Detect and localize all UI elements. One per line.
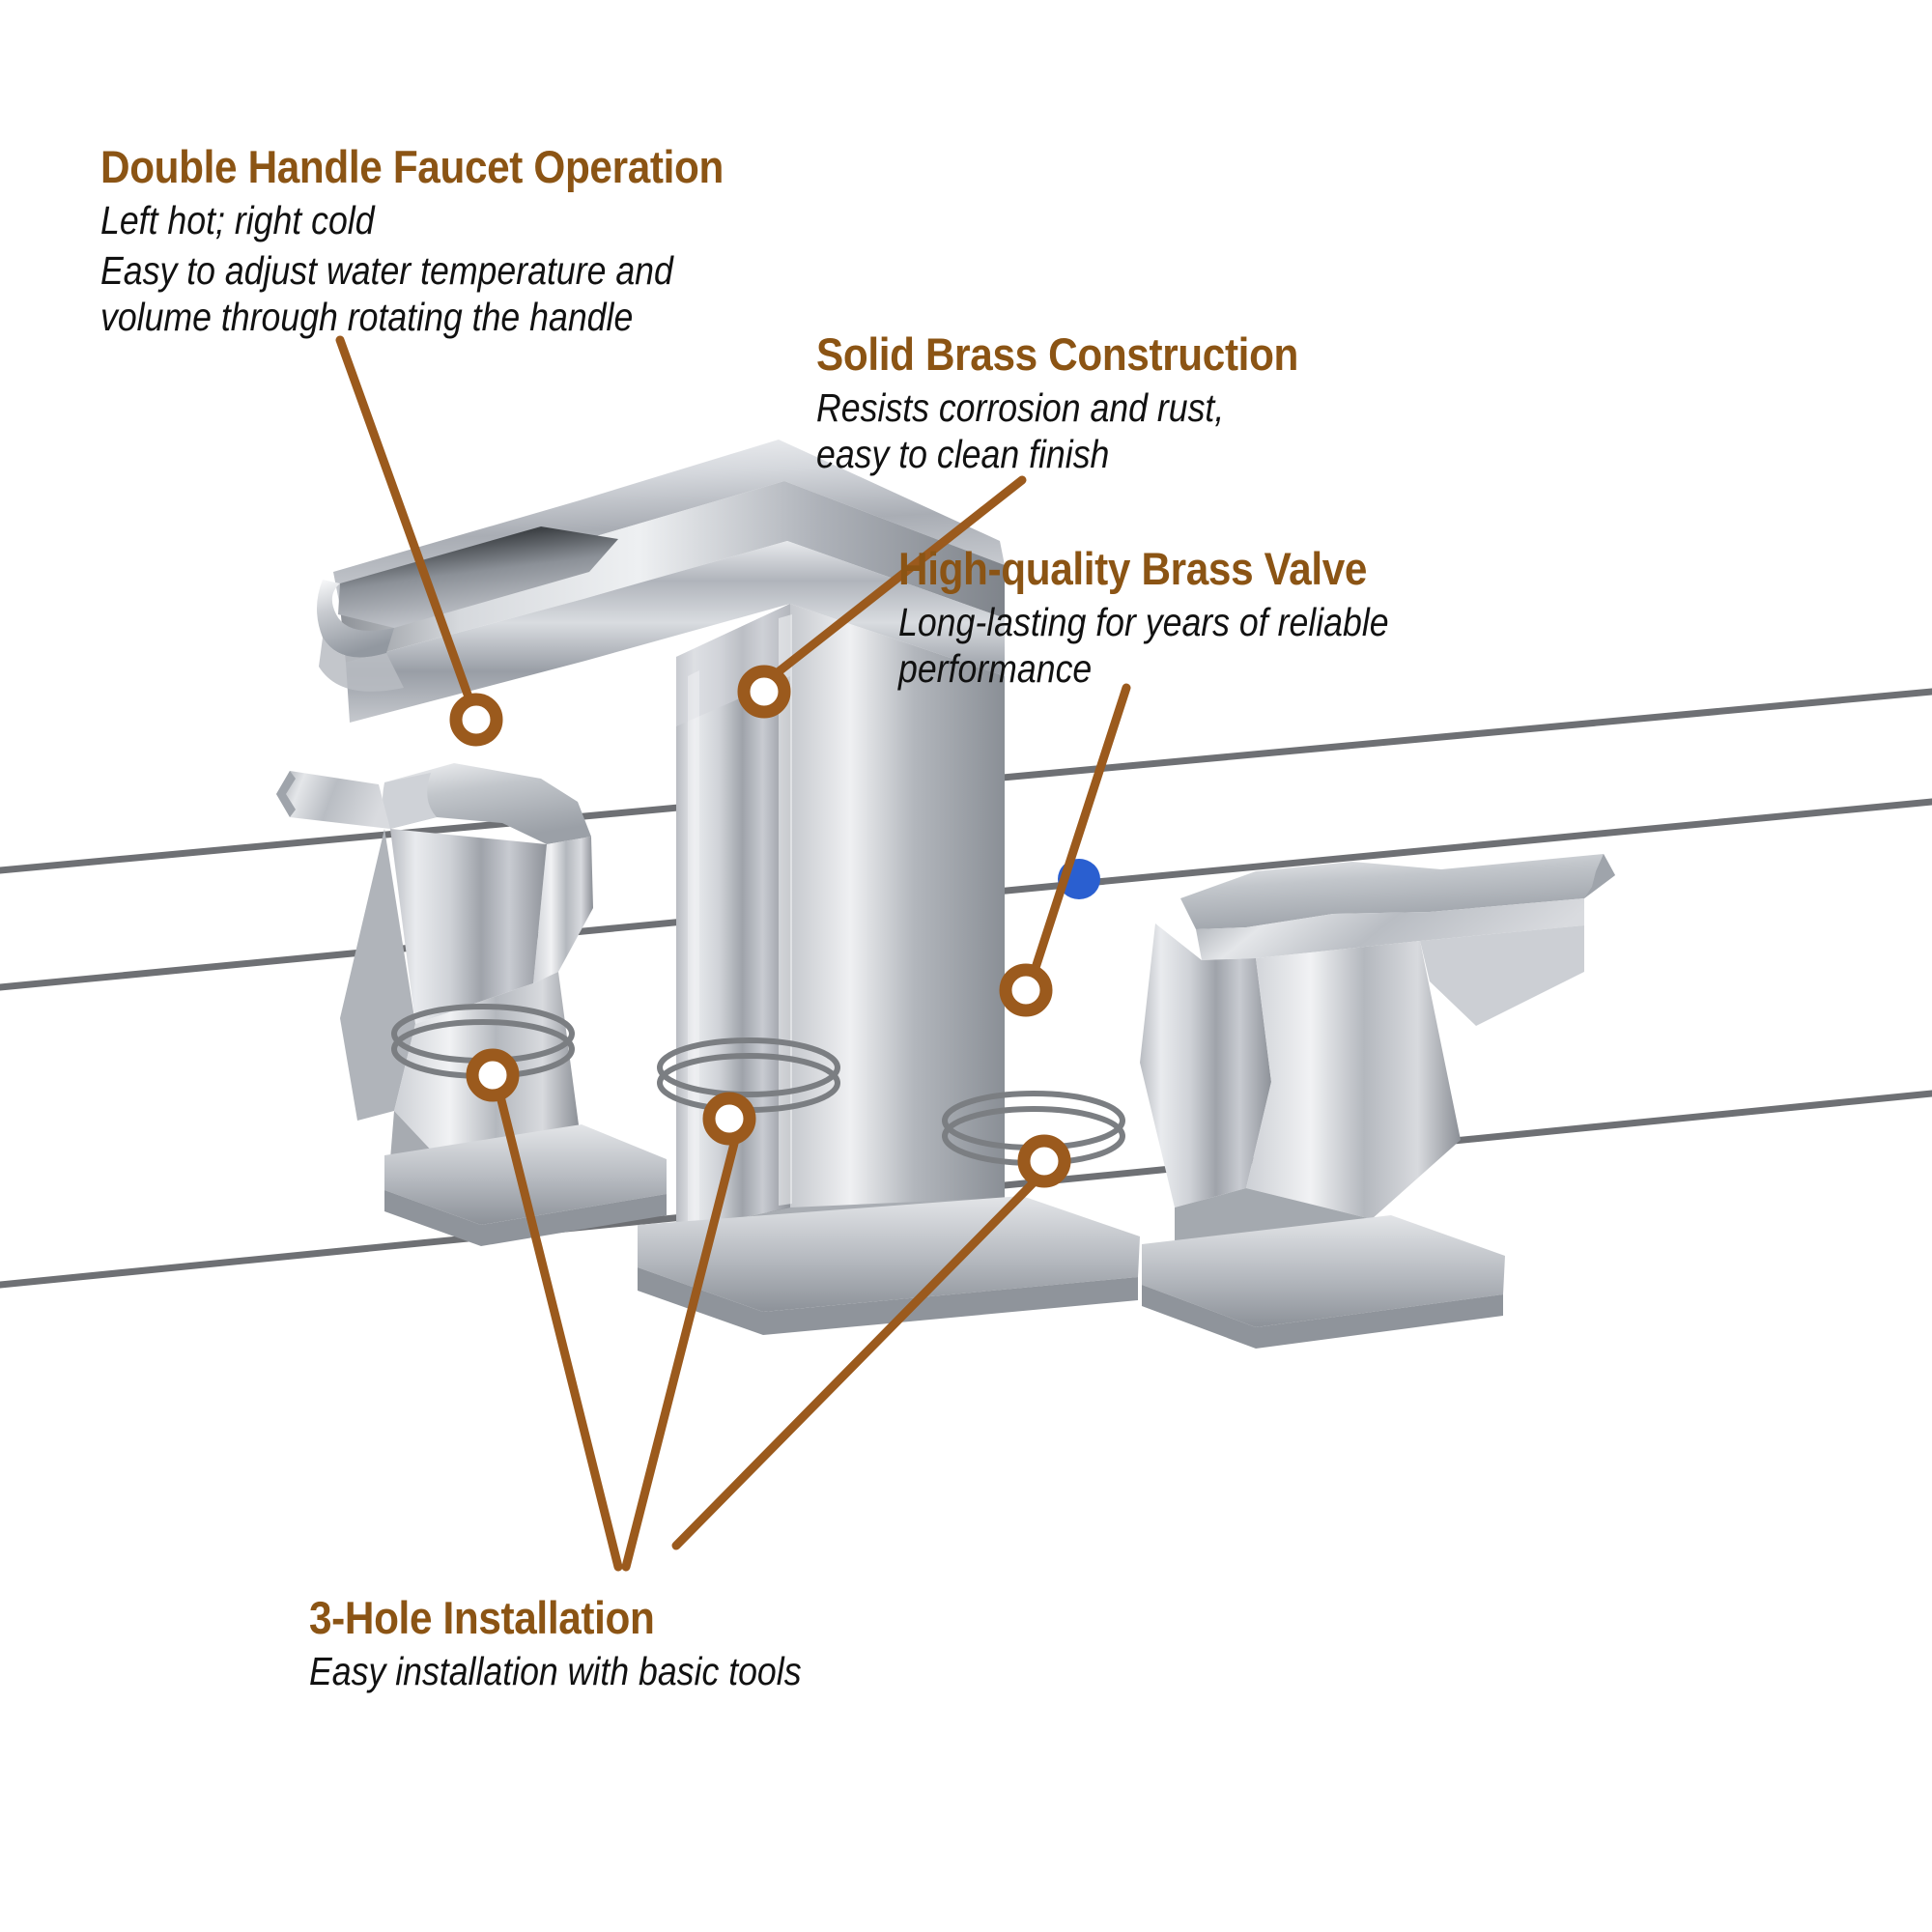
callout-solid-brass-construction: Solid Brass Construction Resists corrosi… (816, 328, 1351, 478)
callout-title-brass-valve: High-quality Brass Valve (898, 543, 1368, 594)
leader-hole-left (495, 1088, 623, 1572)
callout-markers (449, 665, 1071, 1188)
callout-high-quality-brass-valve: High-quality Brass Valve Long-lasting fo… (898, 543, 1462, 693)
mounting-holes (391, 1004, 1125, 1166)
countertop-lines (0, 688, 1932, 1289)
mounting-hole-center (657, 1037, 840, 1113)
callout-title-double-handle: Double Handle Faucet Operation (100, 141, 724, 192)
cold-indicator-dot (1058, 859, 1100, 899)
mounting-hole-left (391, 1004, 575, 1079)
left-escutcheon-base (384, 1124, 667, 1225)
callout-text-three-hole: Easy installation with basic tools (309, 1648, 802, 1693)
callout-three-hole-installation: 3-Hole Installation Easy installation wi… (309, 1592, 875, 1695)
marker-hole-right (1017, 1134, 1071, 1188)
callout-title-solid-brass: Solid Brass Construction (816, 328, 1299, 380)
leader-hole-right (671, 1174, 1042, 1550)
right-escutcheon-base (1142, 1215, 1505, 1327)
center-escutcheon-base (638, 1196, 1140, 1312)
leader-brass-valve (1029, 683, 1131, 979)
left-handle (276, 763, 667, 1246)
callout-text-double-handle-2: Easy to adjust water temperature and vol… (100, 247, 673, 339)
right-handle (1058, 854, 1615, 1349)
callout-text-solid-brass: Resists corrosion and rust, easy to clea… (816, 384, 1225, 476)
marker-hole-left (466, 1048, 520, 1102)
marker-right-valve (999, 963, 1053, 1017)
leader-double-handle (335, 335, 475, 707)
callout-title-three-hole: 3-Hole Installation (309, 1592, 655, 1643)
callout-double-handle-faucet-operation: Double Handle Faucet Operation Left hot;… (100, 141, 793, 341)
marker-hole-center (702, 1092, 756, 1146)
marker-spout-body (737, 665, 791, 719)
mounting-hole-right (942, 1091, 1125, 1166)
marker-left-handle (449, 693, 503, 747)
callout-text-brass-valve: Long-lasting for years of reliable perfo… (898, 599, 1389, 691)
callout-text-double-handle-1: Left hot; right cold (100, 197, 375, 242)
leader-hole-center (621, 1131, 741, 1572)
